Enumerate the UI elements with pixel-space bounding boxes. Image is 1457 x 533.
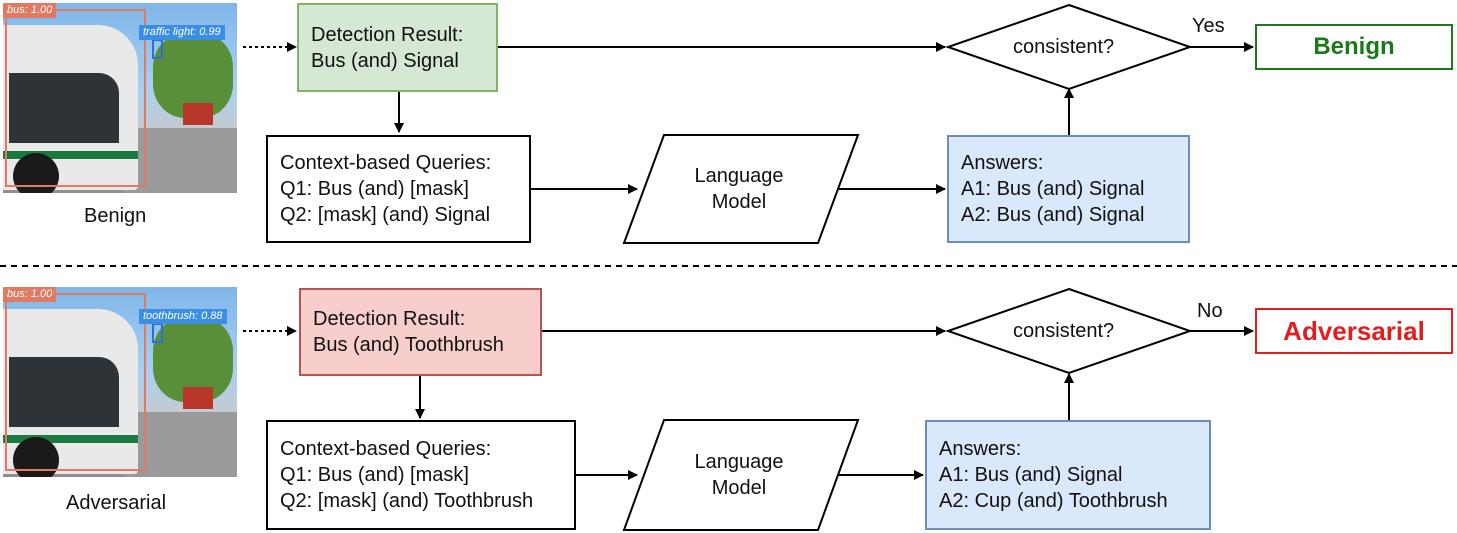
query-1: Q1: Bus (and) [mask]	[280, 464, 469, 486]
bus-detection-tag: bus: 1.00	[3, 3, 57, 18]
benign-answers-box: Answers: A1: Bus (and) Signal A2: Bus (a…	[947, 135, 1190, 243]
detection-value: Bus (and) Toothbrush	[313, 334, 504, 356]
adversarial-result-box: Adversarial	[1255, 308, 1453, 354]
bus-bounding-box	[5, 293, 146, 471]
signal-detection-tag: traffic light: 0.99	[139, 25, 225, 40]
adversarial-detection-result-box: Detection Result: Bus (and) Toothbrush	[299, 288, 542, 376]
adversarial-detection-image: bus: 1.00 toothbrush: 0.88	[3, 287, 237, 477]
language-model-shape	[622, 419, 860, 531]
queries-title: Context-based Queries:	[280, 152, 492, 174]
benign-decision-label: consistent?	[1013, 36, 1115, 58]
adversarial-decision-label: consistent?	[1013, 320, 1115, 342]
detection-title: Detection Result:	[311, 23, 464, 46]
benign-language-model-label: Language Model	[694, 165, 784, 213]
signal-bounding-box	[152, 39, 163, 59]
decision-diamond	[944, 3, 1194, 91]
benign-image-caption: Benign	[84, 205, 147, 227]
benign-detection-image: bus: 1.00 traffic light: 0.99	[3, 3, 237, 193]
query-1: Q1: Bus (and) [mask]	[280, 178, 469, 200]
toothbrush-bounding-box	[152, 323, 163, 343]
answer-1: A1: Bus (and) Signal	[939, 464, 1123, 486]
adversarial-language-model-label: Language Model	[694, 451, 784, 499]
adversarial-answers-box: Answers: A1: Bus (and) Signal A2: Cup (a…	[925, 420, 1211, 530]
answers-title: Answers:	[961, 152, 1044, 174]
language-model-shape	[622, 134, 860, 244]
benign-result-box: Benign	[1255, 24, 1453, 70]
detection-value: Bus (and) Signal	[311, 49, 459, 72]
answers-title: Answers:	[939, 438, 1022, 460]
benign-queries-box: Context-based Queries: Q1: Bus (and) [ma…	[266, 135, 531, 243]
query-2: Q2: [mask] (and) Signal	[280, 204, 491, 226]
yes-branch-label: Yes	[1192, 15, 1225, 37]
bus-bounding-box	[5, 9, 146, 187]
queries-title: Context-based Queries:	[280, 438, 492, 460]
answer-2: A2: Cup (and) Toothbrush	[939, 490, 1168, 512]
decision-diamond	[944, 287, 1194, 375]
no-branch-label: No	[1197, 300, 1223, 322]
query-2: Q2: [mask] (and) Toothbrush	[280, 490, 534, 512]
bus-detection-tag: bus: 1.00	[3, 287, 57, 302]
adversarial-queries-box: Context-based Queries: Q1: Bus (and) [ma…	[266, 420, 576, 530]
answer-1: A1: Bus (and) Signal	[961, 178, 1145, 200]
adversarial-image-caption: Adversarial	[66, 492, 167, 514]
benign-detection-result-box: Detection Result: Bus (and) Signal	[297, 3, 498, 92]
detection-title: Detection Result:	[313, 308, 466, 330]
answer-2: A2: Bus (and) Signal	[961, 204, 1145, 226]
toothbrush-detection-tag: toothbrush: 0.88	[139, 309, 227, 324]
